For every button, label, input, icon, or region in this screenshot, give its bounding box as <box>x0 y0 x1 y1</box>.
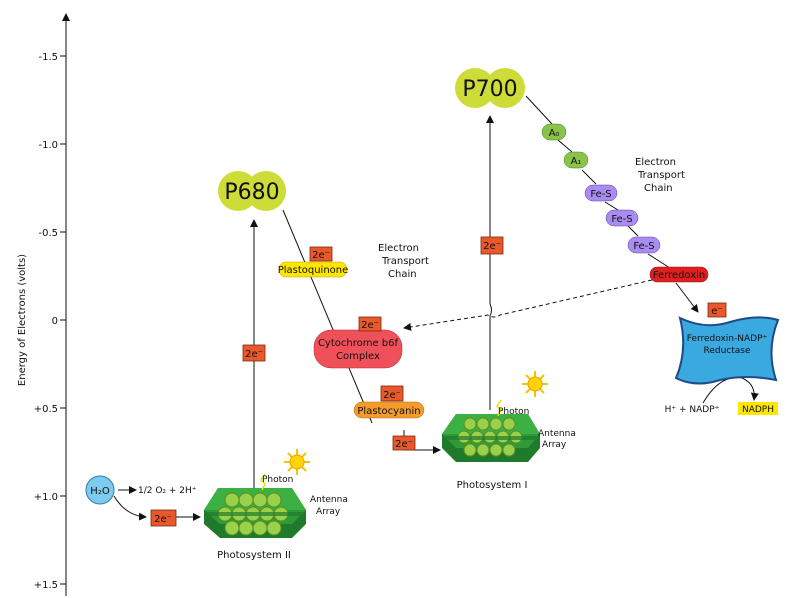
electron-label: e⁻ <box>711 306 722 317</box>
plastoquinone-node <box>278 261 348 278</box>
a1-label: A₁ <box>571 156 582 167</box>
ferredoxin-node <box>649 266 709 283</box>
electron-box <box>242 344 266 362</box>
p680-reaction-center <box>218 171 286 211</box>
photon-label: Photon <box>262 475 293 485</box>
cytochrome-label: Complex <box>336 351 380 362</box>
reductase-label: Ferredoxin-NADP⁺ <box>687 334 768 344</box>
fes-node <box>605 209 639 227</box>
tick-label: 0 <box>52 316 58 327</box>
electron-box <box>309 246 333 262</box>
cytochrome-label: Cytochrome b6f <box>318 338 399 349</box>
reductase-enzyme <box>674 316 780 385</box>
nadph-box <box>738 402 778 415</box>
electron-label: 2e⁻ <box>395 439 413 450</box>
electron-box <box>707 302 727 318</box>
plastocyanin-label: Plastocyanin <box>357 406 420 417</box>
fes-node <box>627 236 661 254</box>
electron-box <box>392 435 416 451</box>
electron-label: 2e⁻ <box>154 514 172 525</box>
antenna-label: Antenna <box>310 495 348 505</box>
tick-label: -1.5 <box>38 52 58 63</box>
fes-label: Fe-S <box>611 214 632 225</box>
etc-label-line3: Chain <box>644 183 673 194</box>
energy-axis: -1.5 -1.0 -0.5 0 +0.5 +1.0 +1.5 Energy o… <box>17 13 70 596</box>
water-molecule <box>85 475 115 505</box>
electron-box <box>358 316 382 332</box>
etc-label-line1: Electron <box>378 243 419 254</box>
nadph-label: NADPH <box>742 405 774 415</box>
fes-label: Fe-S <box>590 189 611 200</box>
photon-label: Photon <box>498 407 529 417</box>
electron-label: 2e⁻ <box>361 320 379 331</box>
electron-box <box>150 509 177 527</box>
psii-antenna-array <box>204 473 306 538</box>
etc-label-line2: Transport <box>637 170 685 181</box>
axis-title: Energy of Electrons (volts) <box>17 254 28 386</box>
antenna-label: Array <box>542 440 567 450</box>
p680-label: P680 <box>224 180 279 205</box>
etc-label-line3: Chain <box>388 269 417 280</box>
ferredoxin-label: Ferredoxin <box>653 270 706 281</box>
tick-label: +1.5 <box>34 580 58 591</box>
tick-label: -1.0 <box>38 140 58 151</box>
tick-label: -0.5 <box>38 228 58 239</box>
sun-icon <box>522 371 548 397</box>
water-label: H₂O <box>90 486 110 497</box>
a0-node <box>541 123 567 141</box>
psi-antenna-array <box>442 399 540 462</box>
tick-label: +1.0 <box>34 492 58 503</box>
sun-icon <box>284 449 310 475</box>
plastocyanin-node <box>353 401 425 419</box>
p700-label: P700 <box>462 77 517 102</box>
electron-label: 2e⁻ <box>483 241 501 252</box>
photosystem-ii-label: Photosystem II <box>217 550 291 561</box>
electron-label: 2e⁻ <box>312 250 330 261</box>
electron-box <box>480 236 504 255</box>
antenna-label: Antenna <box>538 429 576 439</box>
water-products: 1/2 O₂ + 2H⁺ <box>138 486 197 496</box>
electron-label: 2e⁻ <box>245 349 263 360</box>
etc-label-line1: Electron <box>635 157 676 168</box>
fes-node <box>584 184 618 202</box>
p700-reaction-center <box>455 68 525 108</box>
cytochrome-b6f-node <box>313 329 403 369</box>
plastoquinone-label: Plastoquinone <box>278 265 349 276</box>
electron-label: 2e⁻ <box>383 390 401 401</box>
electron-box <box>380 385 404 402</box>
nadp-reactants: H⁺ + NADP⁺ <box>665 405 720 415</box>
fes-label: Fe-S <box>633 241 654 252</box>
etc-label-line2: Transport <box>381 256 429 267</box>
tick-label: +0.5 <box>34 404 58 415</box>
photosystem-i-label: Photosystem I <box>457 480 528 491</box>
a1-node <box>563 151 589 169</box>
antenna-label: Array <box>316 507 341 517</box>
a0-label: A₀ <box>549 128 560 139</box>
reductase-label: Reductase <box>703 346 750 356</box>
